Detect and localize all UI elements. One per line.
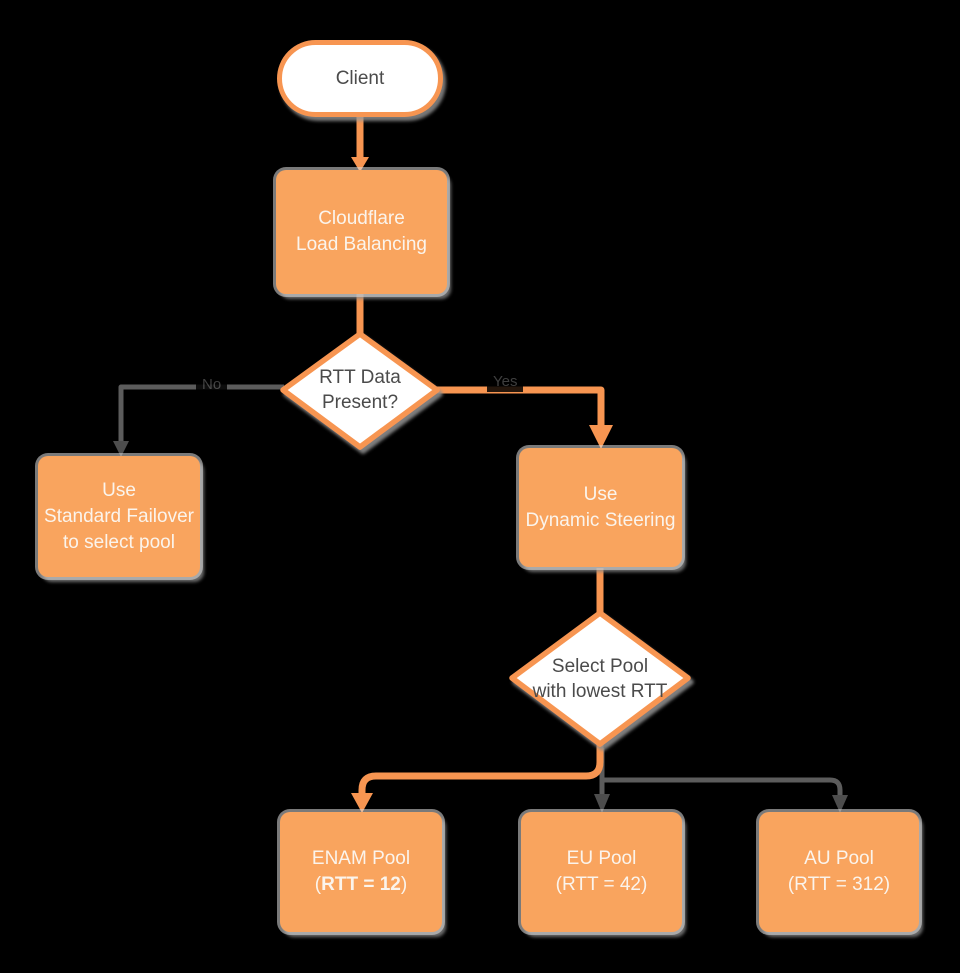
edge-au-arrowhead-icon [832,795,848,813]
enam-paren-close: ) [400,874,408,895]
node-client: Client [277,40,443,117]
enam-pool-name: ENAM Pool [311,848,411,869]
node-standard-failover: Use Standard Failover to select pool [38,456,200,577]
edge-yes-arrowhead-icon [589,425,613,449]
node-client-label: Client [335,67,385,89]
decision-rtt-present-shape [280,331,440,450]
node-dynamic-steering-label: Use Dynamic Steering [525,483,676,531]
node-standard-failover-label: Use Standard Failover to select pool [44,479,194,553]
node-eu-pool-label: EU Pool (RTT = 42) [555,848,648,895]
edge-eu-arrowhead-icon [594,794,610,813]
node-enam-pool-label: ENAM Pool (RTT = 12) [312,846,410,898]
enam-paren-open: ( [314,874,322,895]
edge-client-arrowhead-icon [351,157,369,172]
decision-select-pool-label: Select Pool with lowest RTT [532,656,668,702]
edge-no-connector [118,384,284,446]
edge-no-arrowhead-icon [113,441,129,457]
node-au-pool: AU Pool (RTT = 312) [759,812,919,932]
edge-enam-arrowhead-icon [351,793,373,813]
node-cloudflare-load-balancing: Cloudflare Load Balancing [276,170,447,294]
decision-select-pool: Select Pool with lowest RTT [515,620,685,738]
node-enam-pool: ENAM Pool (RTT = 12) [280,812,442,932]
decision-rtt-present-label: RTT Data Present? [319,367,401,413]
edge-label-no: No [196,374,228,395]
edge-au-connector [602,777,843,798]
enam-rtt-value: RTT = 12 [321,874,401,895]
node-eu-pool: EU Pool (RTT = 42) [521,812,682,932]
edge-label-yes: Yes [487,371,524,392]
edge-yes-connector [435,386,605,427]
edge-enam-connector [358,740,604,797]
decision-rtt-present: RTT Data Present? [285,340,435,440]
decision-select-pool-shape [509,610,691,747]
node-dynamic-steering: Use Dynamic Steering [519,448,682,567]
node-au-pool-label: AU Pool (RTT = 312) [787,848,891,895]
node-cloudflare-label: Cloudflare Load Balancing [296,208,427,255]
enam-pool-rtt: (RTT = 12) [312,872,410,898]
